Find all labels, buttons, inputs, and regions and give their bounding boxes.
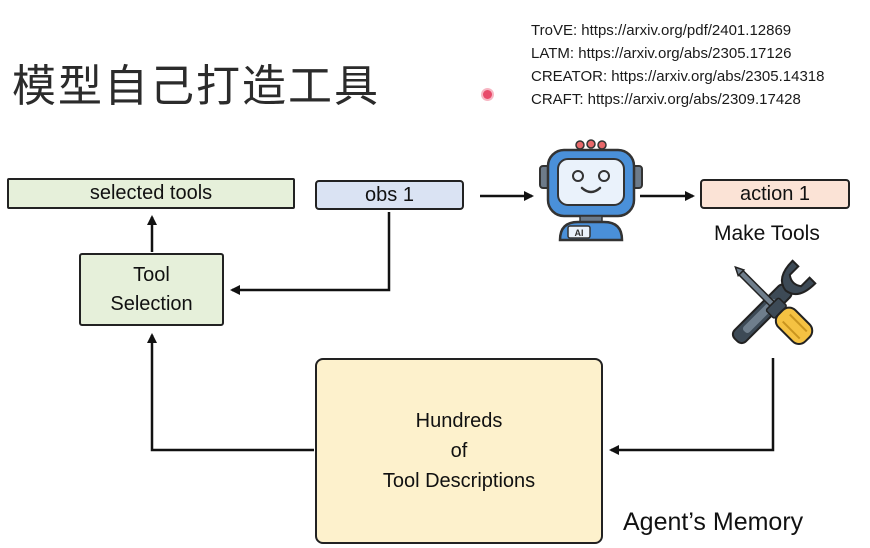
reference-creator[interactable]: CREATOR: https://arxiv.org/abs/2305.1431… [531, 68, 825, 85]
arrow-memory-to-tool-selection [147, 333, 314, 452]
tool-selection-label-line2: Selection [110, 292, 193, 315]
reference-craft[interactable]: CRAFT: https://arxiv.org/abs/2309.17428 [531, 91, 801, 108]
obs-box: obs 1 [315, 180, 464, 210]
tool-selection-box: Tool Selection [79, 253, 224, 326]
selected-tools-label: selected tools [89, 182, 213, 204]
wrench-screwdriver-icon [731, 259, 817, 345]
action-box: action 1 [700, 179, 850, 209]
memory-label-line3: Tool Descriptions [382, 470, 536, 492]
action-label: action 1 [739, 182, 811, 205]
robot-badge-label: AI [575, 228, 584, 238]
memory-label-line1: Hundreds [415, 410, 503, 432]
memory-label-line2: of [450, 440, 468, 462]
page-title: 模型自己打造工具 [12, 61, 380, 112]
tool-selection-label-line1: Tool [133, 263, 170, 286]
reference-trove[interactable]: TroVE: https://arxiv.org/pdf/2401.12869 [531, 22, 792, 39]
obs-label: obs 1 [365, 183, 414, 206]
reference-latm[interactable]: LATM: https://arxiv.org/abs/2305.17126 [531, 45, 792, 62]
agents-memory-label: Agent’s Memory [623, 508, 804, 536]
arrow-tools-to-memory [609, 358, 775, 455]
arrow-obs-to-tool-selection [230, 212, 391, 295]
tool-descriptions-box: Hundreds of Tool Descriptions [315, 358, 603, 544]
laser-pointer-dot [483, 90, 492, 99]
selected-tools-box: selected tools [7, 178, 295, 209]
reference-list: TroVE: https://arxiv.org/pdf/2401.12869 … [531, 19, 824, 111]
robot-icon: AI [539, 139, 643, 242]
make-tools-label: Make Tools [714, 222, 820, 245]
